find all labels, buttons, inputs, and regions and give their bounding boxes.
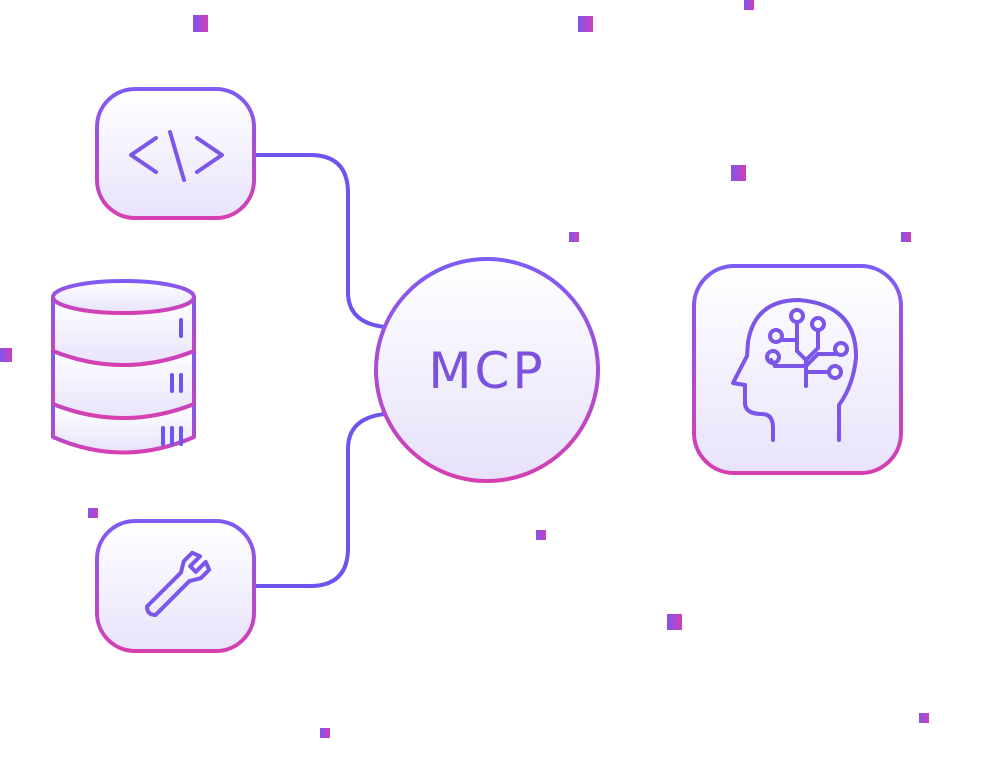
ai-node [692, 264, 903, 475]
decorative-dots [0, 0, 929, 738]
database-node [51, 279, 196, 455]
mcp-hub: MCP [374, 257, 600, 483]
decor-square [919, 713, 929, 723]
code-node [95, 87, 256, 220]
decor-square [320, 728, 330, 738]
wrench-icon [145, 550, 212, 617]
decor-square [193, 15, 208, 32]
decor-square [744, 0, 754, 10]
code-brackets-icon [129, 130, 224, 182]
mcp-hub-label: MCP [428, 342, 545, 400]
database-icon [51, 279, 196, 455]
wrench-node-box [95, 519, 256, 653]
mcp-hub-circle [374, 257, 600, 483]
decor-square [667, 614, 682, 630]
decor-square [578, 16, 593, 32]
ai-node-box [692, 264, 903, 475]
connector-wrench-to-mcp [252, 412, 387, 588]
connector-code-to-mcp [252, 153, 387, 329]
decor-square [569, 232, 579, 242]
wrench-node [95, 519, 256, 653]
ai-brain-head-icon [731, 298, 859, 442]
decor-square [731, 165, 746, 181]
decor-square [0, 348, 12, 362]
connectors [192, 153, 696, 588]
decor-square [901, 232, 911, 242]
decor-square [536, 530, 546, 540]
decor-square [88, 508, 98, 518]
